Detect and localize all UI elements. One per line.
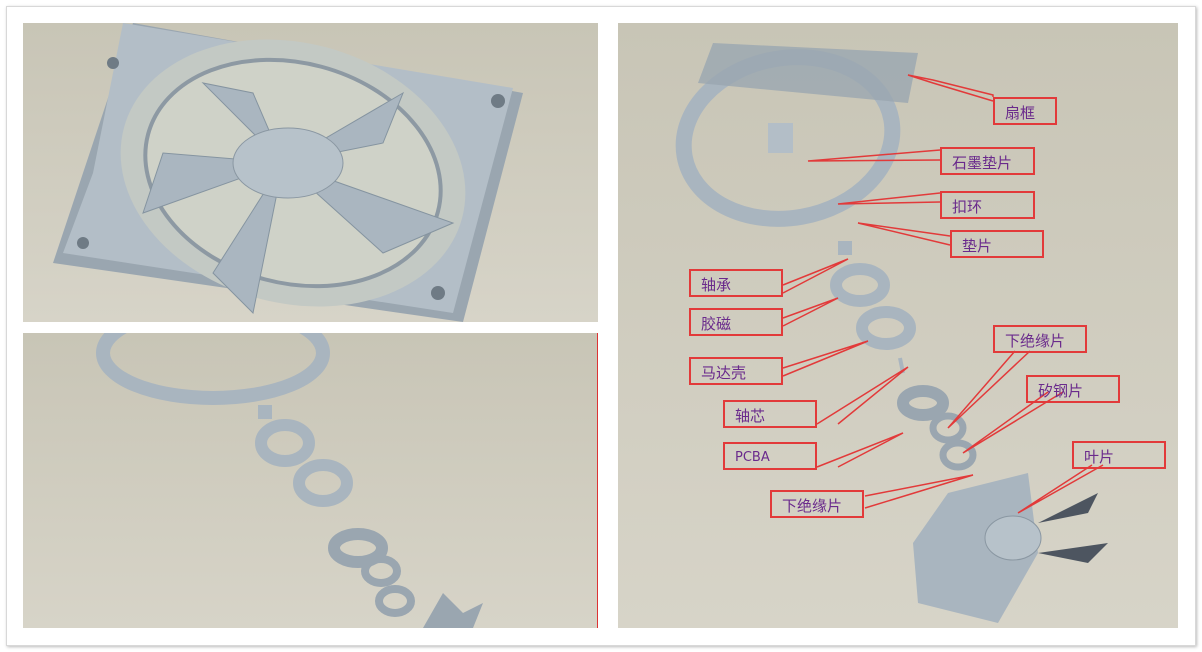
exploded-partial-view [23,333,598,628]
label-fan-frame: 扇框 [993,97,1057,125]
label-lower-insulator-top: 下绝缘片 [993,325,1087,353]
label-silicon-steel: 矽钢片 [1026,375,1120,403]
assembled-fan-view [23,23,598,322]
label-clasp-ring: 扣环 [940,191,1035,219]
label-blades: 叶片 [1072,441,1166,469]
exploded-fan-render [675,43,1108,623]
exploded-partial-render [96,333,483,628]
assembled-fan-render [53,23,523,322]
label-motor-shell: 马达壳 [689,357,783,385]
label-washer: 垫片 [950,230,1044,258]
label-shaft: 轴芯 [723,400,817,428]
label-rubber-magnet: 胶磁 [689,308,783,336]
label-bearing: 轴承 [689,269,783,297]
leader-lines [782,74,1104,514]
label-lower-insulator-bottom: 下绝缘片 [770,490,864,518]
label-pcba: PCBA [723,442,817,470]
image-frame [6,6,1196,646]
label-graphite-pad: 石墨垫片 [940,147,1035,175]
